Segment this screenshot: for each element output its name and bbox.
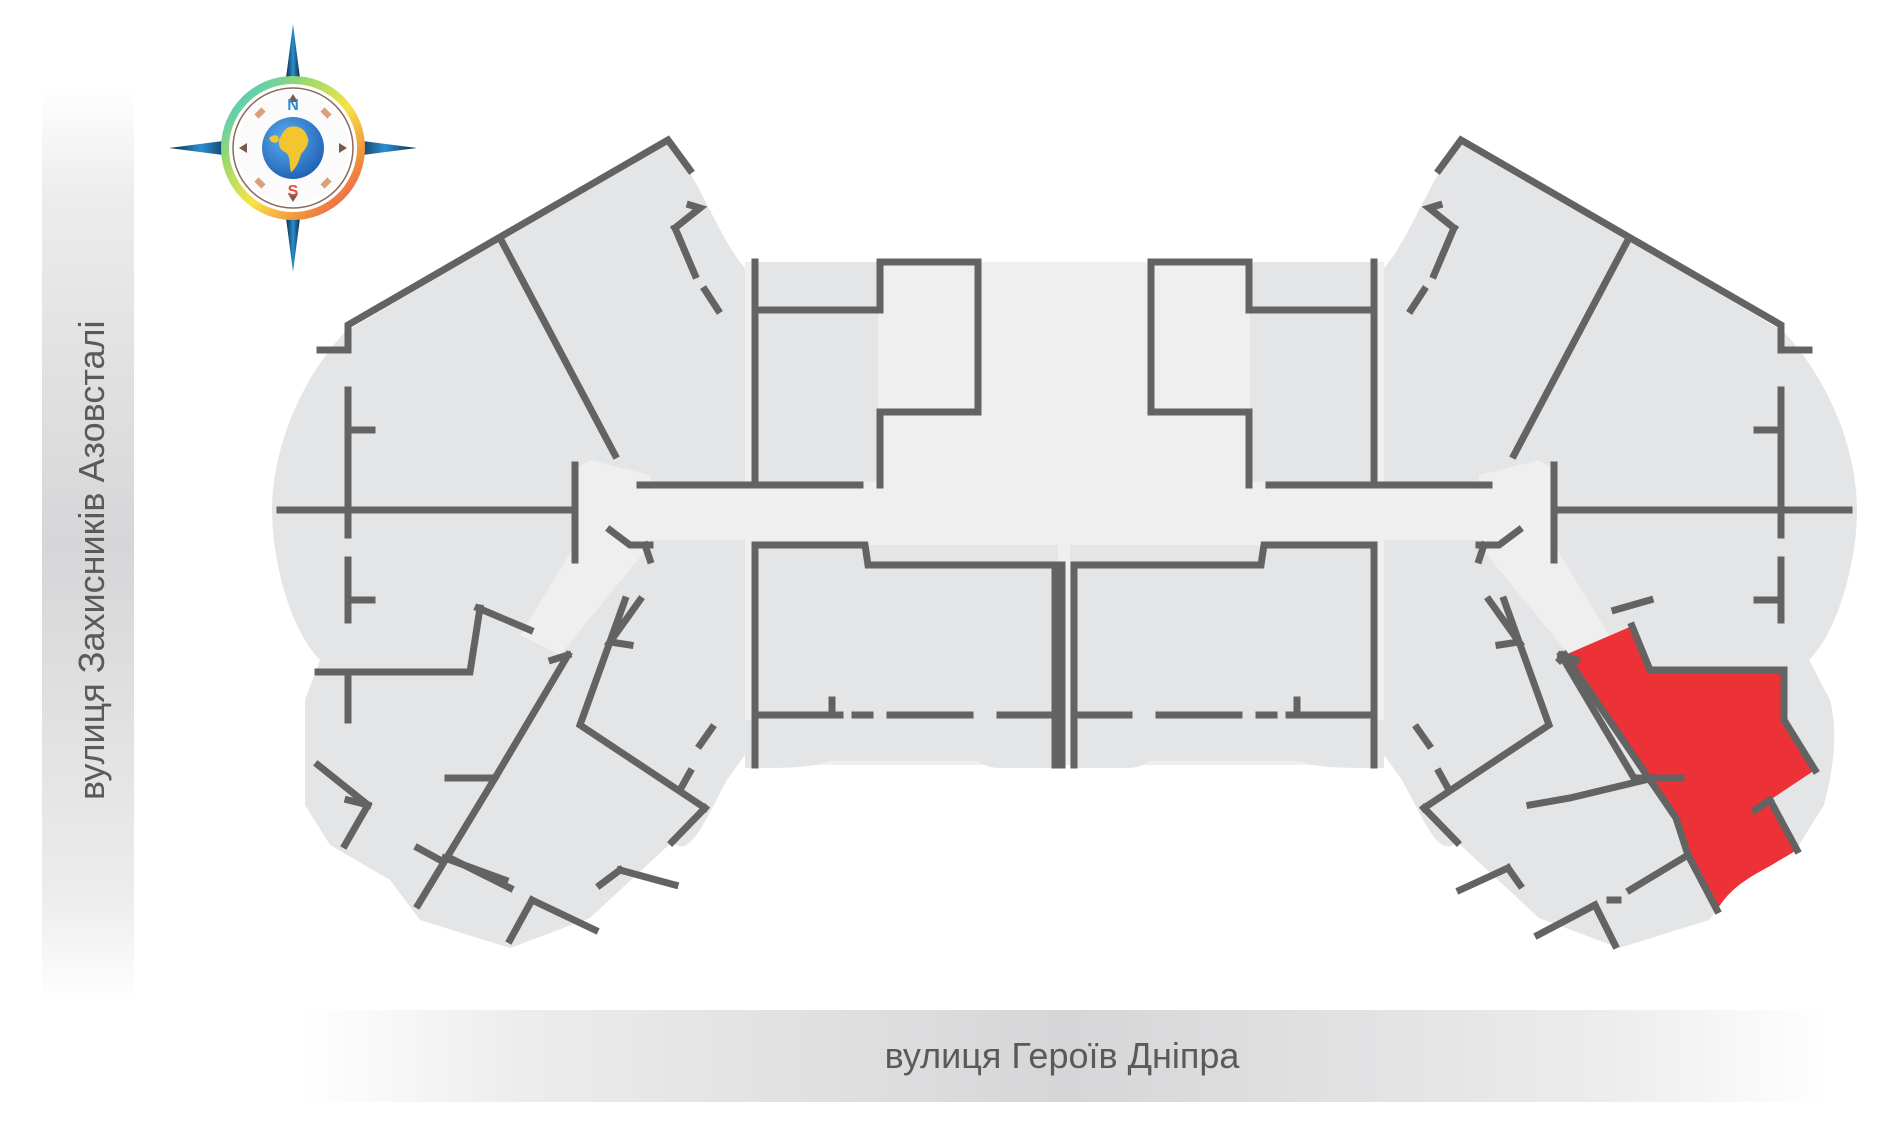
walls-left-wing <box>276 135 1066 945</box>
walls-right-wing <box>1070 135 1853 847</box>
street-bottom-label: вулиця Героїв Дніпра <box>885 1035 1241 1076</box>
street-bottom: вулиця Героїв Дніпра <box>300 1010 1830 1102</box>
left-wing-floor <box>272 140 745 948</box>
compass-south: S <box>288 183 299 200</box>
walls-highlighted-apartment <box>1455 595 1820 950</box>
central-unit-top-left <box>758 262 878 482</box>
street-left-label: вулиця Захисників Азовсталі <box>71 321 112 800</box>
compass-rose-icon: N S <box>169 24 417 272</box>
compass-north: N <box>287 97 299 114</box>
central-unit-top-right <box>1250 262 1370 482</box>
street-left: вулиця Захисників Азовсталі <box>42 88 134 1003</box>
apartment-highlighted[interactable] <box>1565 626 1815 910</box>
continent-icon <box>278 126 309 172</box>
building-floor <box>272 140 1857 948</box>
